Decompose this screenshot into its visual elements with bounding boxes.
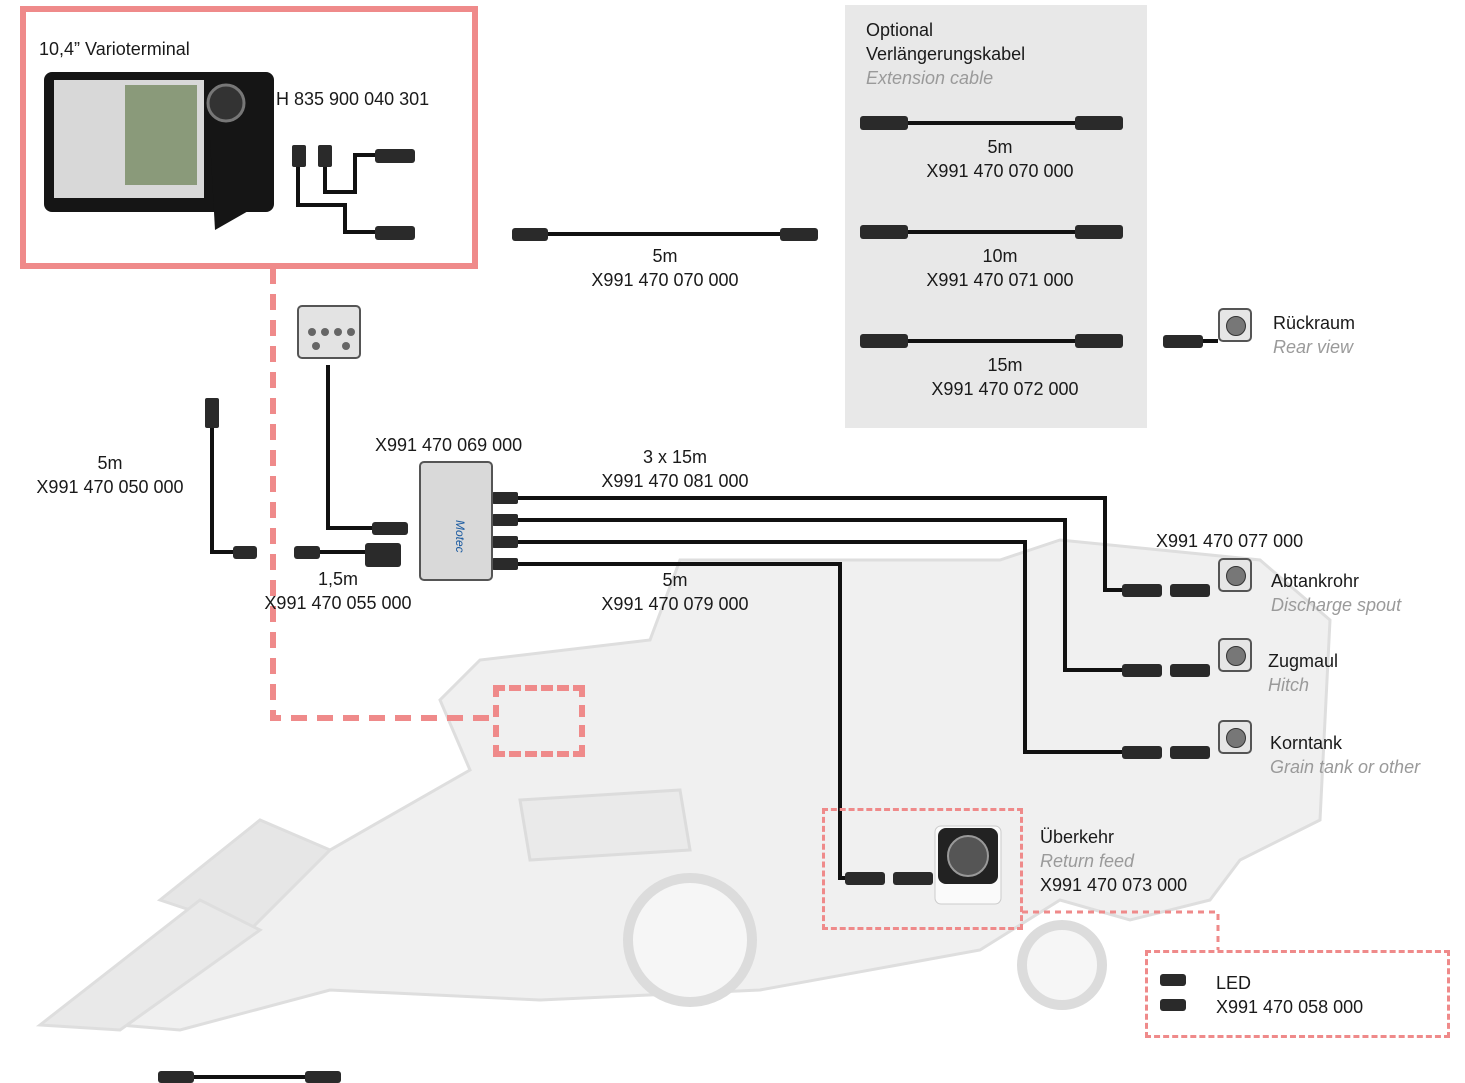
optional-cable-1-length: 5m [987, 137, 1013, 157]
cables [210, 121, 1218, 880]
led-route-dashed [1022, 910, 1220, 950]
optional-title: Optional [866, 20, 934, 40]
main-ext-part: X991 470 070 000 [591, 270, 739, 290]
terminal-route-dashed [270, 268, 497, 721]
hitch-camera-icon [1218, 638, 1252, 672]
rear-view-camera-icon [1218, 308, 1252, 342]
camera-discharge-label-en: Discharge spout [1271, 595, 1402, 615]
optional-cable-2-length: 10m [982, 246, 1018, 266]
optional-cable-2-part: X991 470 071 000 [926, 270, 1074, 290]
return-feed-label-en: Return feed [1040, 851, 1135, 871]
terminal-part-number: H 835 900 040 301 [276, 89, 430, 109]
main-ext-length: 5m [652, 246, 678, 266]
return-feed-camera [934, 825, 1002, 905]
optional-subtitle-de: Verlängerungskabel [866, 44, 1026, 64]
rear-view-label-en: Rear view [1273, 337, 1354, 357]
left-cable-length: 5m [97, 453, 123, 473]
adapter-length: 1,5m [317, 569, 359, 589]
camera-grain-label-en: Grain tank or other [1270, 757, 1421, 777]
optional-subtitle-en: Extension cable [866, 68, 994, 88]
left-cable-part: X991 470 050 000 [36, 477, 184, 497]
adapter-part: X991 470 055 000 [264, 593, 412, 613]
rear-view-label: Rückraum [1273, 313, 1356, 333]
camera-part-number: X991 470 077 000 [1156, 531, 1304, 551]
multi-cable-length: 3 x 15m [642, 447, 708, 467]
connectors [158, 116, 1210, 1083]
svg-text:Motec: Motec [453, 520, 467, 553]
optional-cable-3-length: 15m [987, 355, 1023, 375]
led-frame [1145, 950, 1450, 1038]
led-part: X991 470 058 000 [1216, 997, 1364, 1017]
harvester-wheels [623, 873, 1107, 1010]
grain-tank-camera-icon [1218, 720, 1252, 754]
harvester-cab [518, 788, 692, 862]
return-feed-label: Überkehr [1040, 827, 1115, 847]
return-feed-frame [822, 808, 1023, 930]
hub-part-number: X991 470 069 000 [375, 435, 523, 455]
discharge-camera-icon [1218, 558, 1252, 592]
optional-cable-3-part: X991 470 072 000 [931, 379, 1079, 399]
camera-discharge-label: Abtankrohr [1271, 571, 1360, 591]
led-label: LED [1216, 973, 1252, 993]
cab-marker [493, 685, 585, 757]
terminal-frame [20, 6, 478, 269]
hub-box: Motec [419, 461, 493, 581]
optional-cable-1-part: X991 470 070 000 [926, 161, 1074, 181]
terminal-title: 10,4” Varioterminal [39, 39, 190, 59]
control-box [297, 305, 361, 359]
terminal-device [44, 72, 274, 230]
single-cable-part: X991 470 079 000 [601, 594, 749, 614]
multi-cable-part: X991 470 081 000 [601, 471, 749, 491]
camera-hitch-label: Zugmaul [1268, 651, 1339, 671]
camera-hitch-label-en: Hitch [1268, 675, 1310, 695]
camera-grain-label: Korntank [1270, 733, 1343, 753]
single-cable-length: 5m [662, 570, 688, 590]
return-feed-part: X991 470 073 000 [1040, 875, 1188, 895]
